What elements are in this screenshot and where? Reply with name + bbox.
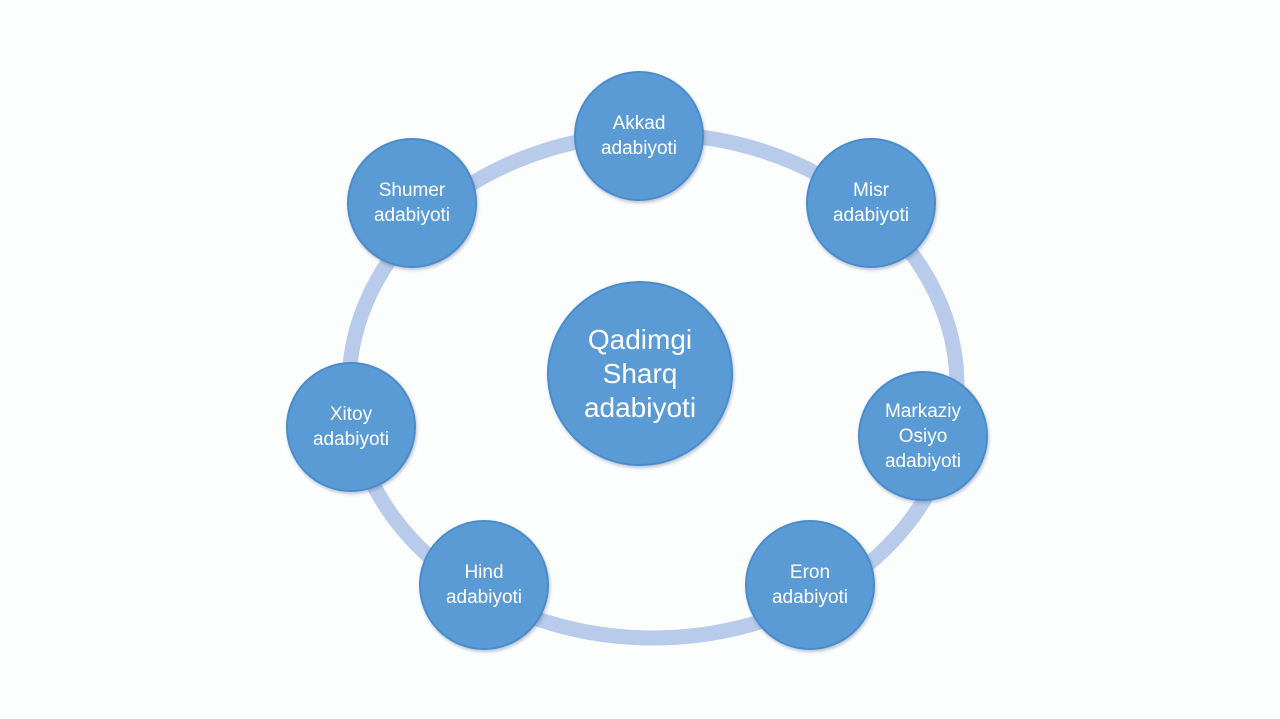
node-akkad[interactable]: Akkad adabiyoti xyxy=(574,71,704,201)
node-misr-label: Misr adabiyoti xyxy=(832,180,910,226)
center-node[interactable]: Qadimgi Sharq adabiyoti xyxy=(547,281,733,466)
node-hind[interactable]: Hind adabiyoti xyxy=(419,520,549,650)
center-node-label: Qadimgi Sharq adabiyoti xyxy=(583,323,697,423)
node-markaziy-osiyo-label: Markaziy Osiyo adabiyoti xyxy=(884,400,962,472)
node-eron-label: Eron adabiyoti xyxy=(771,562,849,608)
node-eron[interactable]: Eron adabiyoti xyxy=(745,520,875,650)
node-markaziy-osiyo[interactable]: Markaziy Osiyo adabiyoti xyxy=(858,371,988,501)
node-akkad-label: Akkad adabiyoti xyxy=(600,113,678,159)
node-xitoy[interactable]: Xitoy adabiyoti xyxy=(286,362,416,492)
node-misr[interactable]: Misr adabiyoti xyxy=(806,138,936,268)
node-xitoy-label: Xitoy adabiyoti xyxy=(312,404,390,450)
node-shumer[interactable]: Shumer adabiyoti xyxy=(347,138,477,268)
node-hind-label: Hind adabiyoti xyxy=(445,562,523,608)
node-shumer-label: Shumer adabiyoti xyxy=(373,180,451,226)
